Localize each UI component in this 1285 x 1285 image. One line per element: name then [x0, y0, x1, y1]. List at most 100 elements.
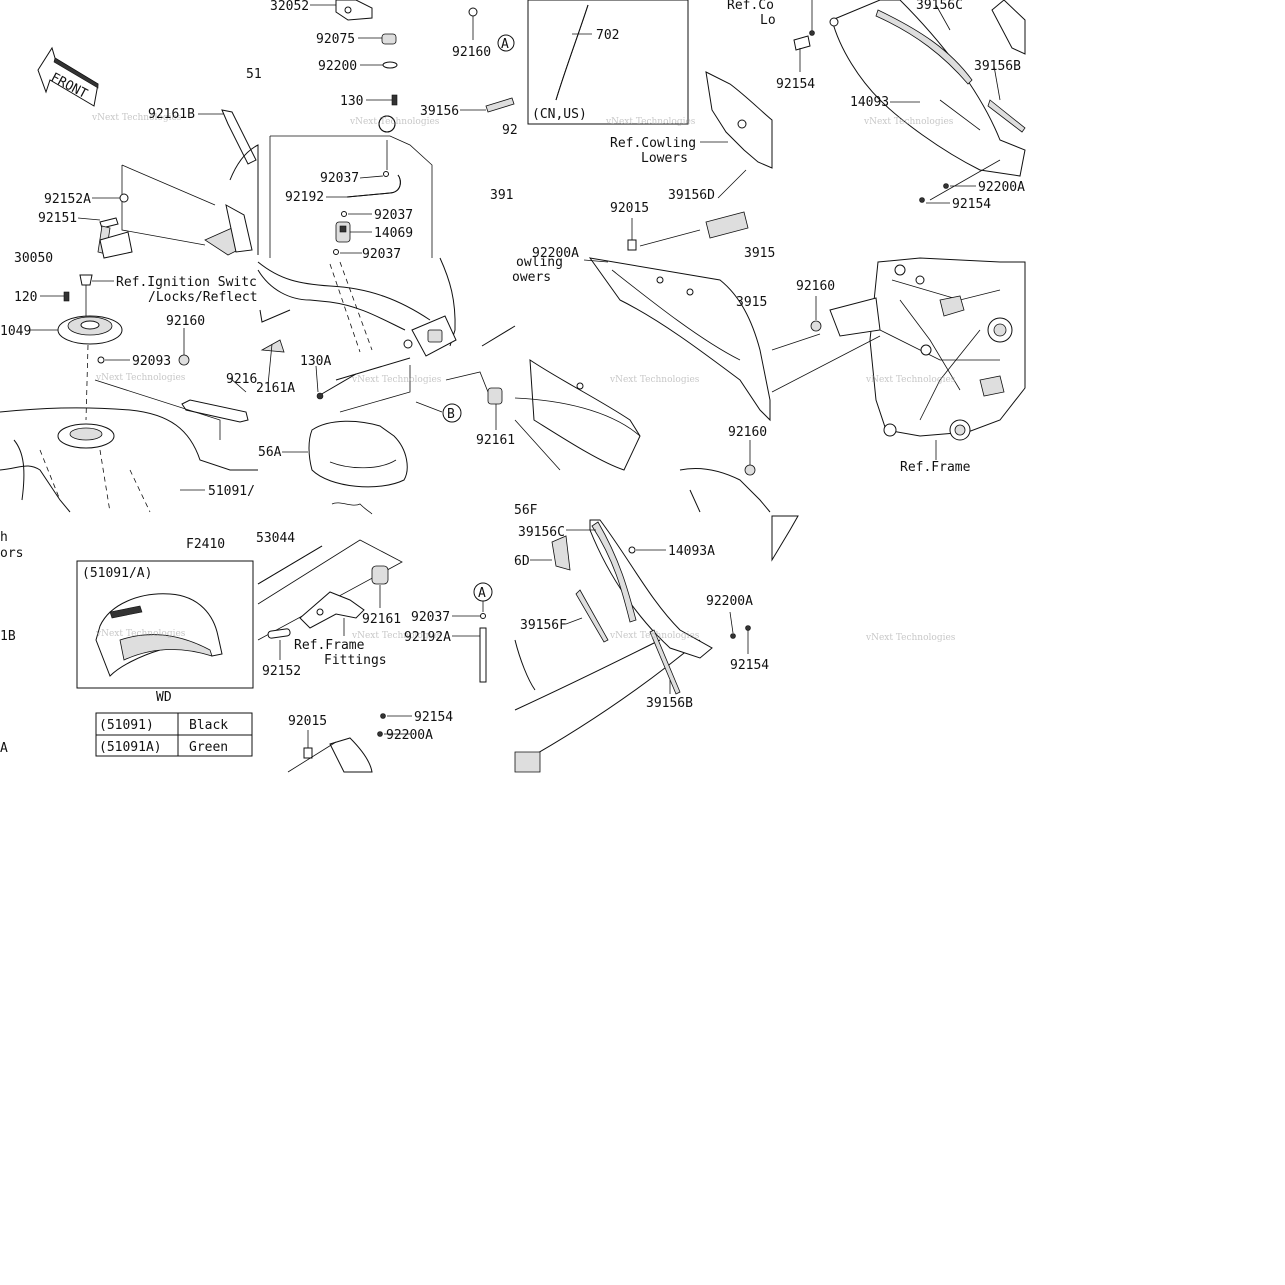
- part-label: owling: [516, 255, 563, 270]
- part-label: 92152A: [44, 192, 91, 207]
- fairing-strip-group: [514, 515, 799, 773]
- part-label: 92161: [476, 433, 515, 448]
- part-label: 14069: [374, 226, 413, 241]
- part-label: 92200A: [706, 594, 753, 609]
- color-table-part-2: (51091A): [99, 740, 162, 755]
- part-label: 56F: [514, 503, 538, 518]
- part-label: 92154: [414, 710, 453, 725]
- part-label: 130: [340, 94, 363, 109]
- svg-text:vNext Technologies: vNext Technologies: [91, 113, 182, 123]
- frame-fittings-group: A: [257, 539, 493, 773]
- fuel-tank-cap-group: [0, 274, 258, 513]
- part-label: Fittings: [324, 653, 387, 668]
- part-label: 39156C: [916, 0, 963, 13]
- part-label: 56A: [258, 445, 282, 460]
- svg-text:vNext Technologies: vNext Technologies: [349, 117, 440, 127]
- part-label: 53044: [256, 531, 295, 546]
- drain-tube-group: (CN,US): [527, 0, 773, 251]
- part-label: h: [0, 530, 8, 545]
- part-label: 30050: [14, 251, 53, 266]
- cn-us-note: (CN,US): [532, 107, 587, 122]
- part-label: 702: [596, 28, 619, 43]
- part-label: 1B: [0, 629, 16, 644]
- part-label: 2161A: [256, 381, 295, 396]
- part-label: 92160: [728, 425, 767, 440]
- part-label: 92154: [952, 197, 991, 212]
- part-label: 92037: [374, 208, 413, 223]
- part-label: A: [0, 741, 8, 756]
- part-label: 92154: [730, 658, 769, 673]
- part-labels: 32052 92075 92200 130 92160 51 92161B 92…: [0, 0, 1025, 756]
- part-label: 92200A: [978, 180, 1025, 195]
- part-label: 1049: [0, 324, 31, 339]
- part-label: Lowers: [641, 151, 688, 166]
- part-label: 39156F: [520, 618, 567, 633]
- color-table-color-2: Green: [189, 740, 228, 755]
- svg-text:vNext Technologies: vNext Technologies: [865, 633, 956, 643]
- color-table-part-1: (51091): [99, 718, 154, 733]
- part-label: 92161: [362, 612, 401, 627]
- part-label: Ref.Frame: [294, 638, 365, 653]
- part-label: Ref.Co: [727, 0, 774, 13]
- trim-strip-group: [793, 0, 1026, 204]
- variant-note: WD: [156, 690, 172, 705]
- color-table-color-1: Black: [189, 718, 228, 733]
- part-label: 92152: [262, 664, 301, 679]
- part-label: 92200: [318, 59, 357, 74]
- part-label: 92161B: [148, 107, 195, 122]
- svg-text:vNext Technologies: vNext Technologies: [863, 117, 954, 127]
- part-label: Ref.Cowling: [610, 136, 696, 151]
- part-label: /Locks/Reflect: [148, 290, 258, 305]
- part-label: 9216: [226, 372, 257, 387]
- part-label: 120: [14, 290, 37, 305]
- svg-text:vNext Technologies: vNext Technologies: [609, 375, 700, 385]
- part-label: owers: [512, 270, 551, 285]
- part-label: 3915: [744, 246, 775, 261]
- callout-a-top: A: [501, 37, 509, 52]
- part-label: 39156C: [518, 525, 565, 540]
- part-label: 14093: [850, 95, 889, 110]
- svg-text:vNext Technologies: vNext Technologies: [95, 629, 186, 639]
- svg-text:vNext Technologies: vNext Technologies: [351, 631, 442, 641]
- front-arrow-icon: FRONT: [37, 46, 99, 107]
- part-label: 51: [246, 67, 262, 82]
- part-label: 130A: [300, 354, 331, 369]
- diagram-code: F2410: [186, 537, 225, 552]
- part-label: 92160: [796, 279, 835, 294]
- part-label: 39156D: [668, 188, 715, 203]
- part-label: Ref.Frame: [900, 460, 971, 475]
- svg-text:vNext Technologies: vNext Technologies: [605, 117, 696, 127]
- fuel-tank-upper-group: A: [77, 0, 515, 259]
- svg-text:vNext Technologies: vNext Technologies: [95, 373, 186, 383]
- part-label: 92015: [288, 714, 327, 729]
- part-label: 39156B: [646, 696, 693, 711]
- variant-title: (51091/A): [82, 566, 152, 581]
- svg-text:vNext Technologies: vNext Technologies: [609, 631, 700, 641]
- part-label: Ref.Ignition Switc: [116, 275, 257, 290]
- frame-group: [771, 257, 1026, 460]
- part-label: 39156B: [974, 59, 1021, 74]
- part-label: 39156: [420, 104, 459, 119]
- part-label: 92: [502, 123, 518, 138]
- side-cover-group: [514, 257, 771, 513]
- part-label: 92200A: [532, 246, 579, 261]
- svg-text:vNext Technologies: vNext Technologies: [351, 375, 442, 385]
- watermarks: vNext Technologies vNext Technologies vN…: [91, 113, 956, 643]
- variant-box: (51091/A) WD: [76, 560, 254, 705]
- callout-b: B: [447, 407, 455, 422]
- part-label: 92093: [132, 354, 171, 369]
- part-label: 51091/: [208, 484, 255, 499]
- part-label: 3915: [736, 295, 767, 310]
- callout-a-bottom: A: [478, 586, 486, 601]
- part-label: 32052: [270, 0, 309, 14]
- part-label: Lo: [760, 13, 776, 28]
- part-label: 92192A: [404, 630, 451, 645]
- part-label: 92200A: [386, 728, 433, 743]
- part-label: 92160: [452, 45, 491, 60]
- part-label: 92037: [362, 247, 401, 262]
- part-label: ors: [0, 546, 23, 561]
- svg-text:vNext Technologies: vNext Technologies: [865, 375, 956, 385]
- part-label: 6D: [514, 554, 530, 569]
